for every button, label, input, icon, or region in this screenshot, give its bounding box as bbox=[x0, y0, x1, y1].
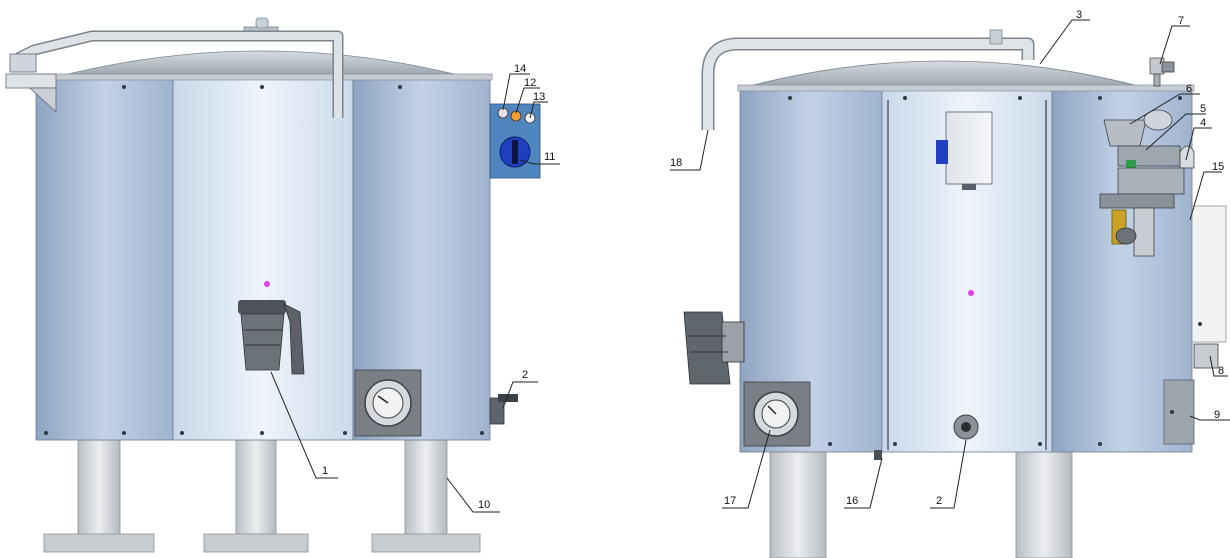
callout-14: 14 bbox=[514, 63, 526, 75]
front-view bbox=[5, 17, 560, 553]
callout-12: 12 bbox=[524, 77, 536, 89]
callout-2: 2 bbox=[522, 369, 528, 381]
callout-4: 4 bbox=[1200, 117, 1206, 129]
callout-3: 3 bbox=[1076, 9, 1082, 21]
legs bbox=[43, 439, 481, 553]
service-plate bbox=[1163, 379, 1195, 445]
callout-10: 10 bbox=[478, 499, 490, 511]
callout-6: 6 bbox=[1186, 83, 1192, 95]
control-panel bbox=[489, 103, 541, 179]
callout-7: 7 bbox=[1178, 15, 1184, 27]
callout-9: 9 bbox=[1214, 409, 1220, 421]
steam-pipe-rear bbox=[701, 29, 1035, 130]
callout-11: 11 bbox=[544, 151, 555, 163]
pressure-gauge-icon-rear bbox=[743, 381, 811, 447]
callout-2-rear: 2 bbox=[936, 495, 942, 507]
lid bbox=[59, 50, 463, 77]
front-panel bbox=[172, 76, 354, 441]
callout-16: 16 bbox=[846, 495, 858, 507]
steam-pipe bbox=[5, 30, 344, 118]
callout-18: 18 bbox=[670, 157, 682, 169]
lid-rear bbox=[741, 60, 1147, 89]
indicator-dot bbox=[264, 281, 270, 287]
burner-assembly bbox=[1099, 109, 1195, 257]
drain-valve bbox=[953, 414, 979, 440]
tap-icon-rear bbox=[683, 311, 745, 385]
callout-17: 17 bbox=[724, 495, 736, 507]
callout-15: 15 bbox=[1212, 161, 1224, 173]
callout-labels: 1 2 10 11 12 13 14 2 3 4 5 6 7 8 9 15 16… bbox=[322, 9, 1224, 511]
cable-gland bbox=[1193, 343, 1219, 369]
tap-icon bbox=[238, 300, 305, 375]
callout-5: 5 bbox=[1200, 103, 1206, 115]
control-box bbox=[1191, 205, 1227, 343]
safety-valve bbox=[1149, 57, 1175, 87]
electrical-box bbox=[936, 111, 993, 190]
indicator-dot-rear bbox=[968, 290, 974, 296]
callout-1: 1 bbox=[322, 465, 328, 477]
rear-view bbox=[670, 19, 1230, 558]
callout-13: 13 bbox=[533, 91, 545, 103]
drain-nipple bbox=[874, 450, 882, 460]
valve-icon bbox=[489, 394, 518, 425]
pressure-gauge-icon bbox=[354, 369, 422, 437]
left-side-panel bbox=[35, 76, 174, 441]
callout-8: 8 bbox=[1218, 365, 1224, 377]
